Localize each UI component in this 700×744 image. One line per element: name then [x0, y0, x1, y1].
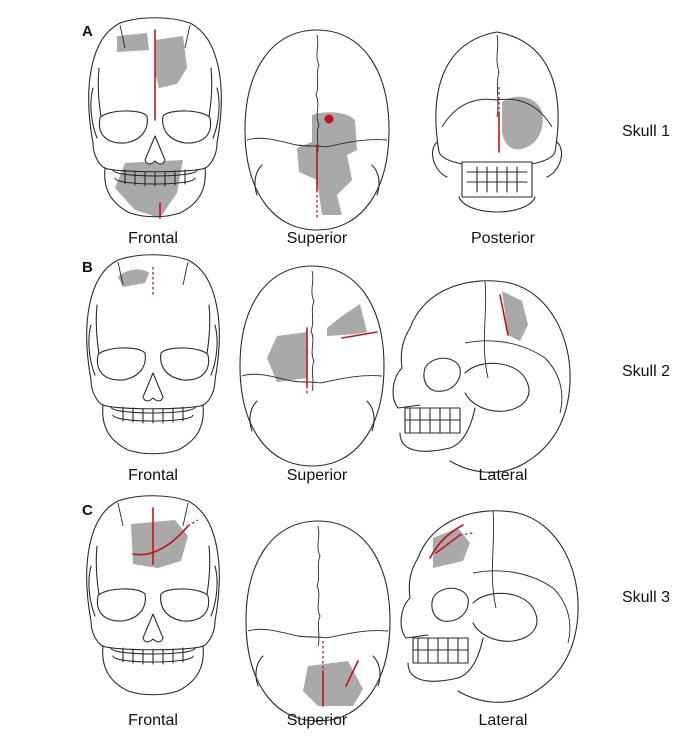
view-label: Frontal — [128, 230, 178, 247]
skull-label: Skull 1 — [622, 123, 670, 140]
view-label: Superior — [287, 467, 348, 484]
view-label: Frontal — [128, 712, 178, 729]
view-label: Superior — [287, 230, 348, 247]
skull1-superior — [244, 29, 390, 231]
skull2-frontal — [86, 254, 220, 455]
skull2-lateral — [392, 280, 571, 473]
panel-c: C Frontal Superior Lateral Skull 3 — [82, 495, 670, 729]
skull1-posterior — [431, 31, 563, 213]
view-label: Lateral — [479, 712, 528, 729]
skull3-superior — [245, 520, 391, 722]
view-label: Lateral — [479, 467, 528, 484]
skull-label: Skull 3 — [622, 589, 670, 606]
skull-label: Skull 2 — [622, 363, 670, 380]
panel-letter: A — [82, 23, 93, 40]
panel-a: A Frontal Superior Posterior Skull 1 — [82, 17, 670, 247]
panel-b: B Frontal Superior Lateral Skull 2 — [82, 254, 670, 484]
panel-letter: C — [82, 502, 93, 519]
view-label: Frontal — [128, 467, 178, 484]
view-label: Superior — [287, 712, 348, 729]
skull2-superior — [239, 265, 385, 467]
skull3-lateral — [400, 510, 579, 703]
skull1-frontal — [88, 17, 222, 219]
view-label: Posterior — [471, 230, 536, 247]
skull3-frontal — [86, 495, 220, 696]
panel-letter: B — [82, 259, 93, 276]
